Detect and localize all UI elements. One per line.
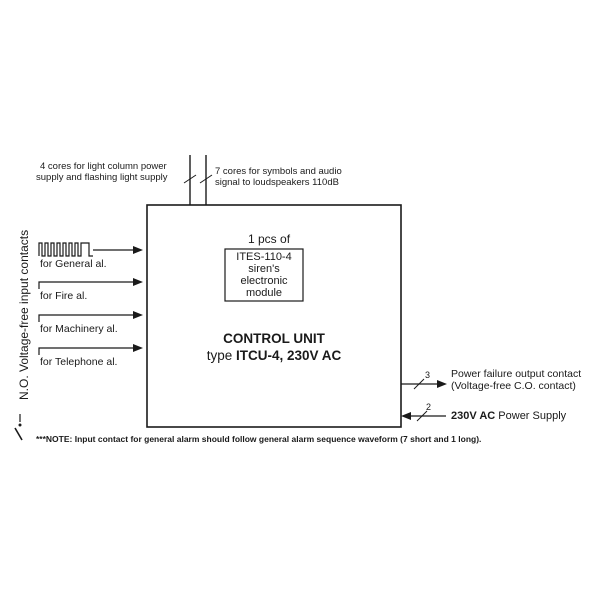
label-symbols-audio-line1: 7 cores for symbols and audio (215, 166, 342, 177)
switch-contact-blade (14, 427, 23, 441)
module-line3: electronic (240, 275, 288, 287)
telephone-alarm-contact (38, 347, 133, 355)
power-failure-label-line1: Power failure output contact (451, 368, 582, 380)
module-box (224, 248, 304, 302)
supply-count: 2 (426, 402, 432, 412)
fire-alarm-contact (38, 281, 133, 289)
switch-contact-dot (18, 423, 22, 427)
control-unit-type-model: ITCU-4, 230V AC (236, 348, 342, 363)
power-failure-count: 3 (425, 370, 431, 380)
module-line2: siren's (248, 263, 280, 275)
input-label-general: for General al. (40, 258, 107, 270)
supply-slash (416, 410, 428, 422)
input-label-fire: for Fire al. (40, 290, 88, 302)
side-label-input-contacts: N.O. Voltage-free input contacts (17, 229, 31, 400)
general-alarm-note: ***NOTE: Input contact for general alarm… (36, 434, 482, 444)
telephone-alarm-arrow (133, 344, 143, 352)
power-failure-label-line2: (Voltage-free C.O. contact) (451, 380, 576, 392)
control-unit-type-prefix: type (206, 348, 236, 363)
power-failure-arrow (437, 380, 447, 388)
input-label-telephone: for Telephone al. (40, 356, 118, 368)
cable-slash-4 (183, 174, 197, 184)
machinery-alarm-contact (38, 314, 133, 322)
control-unit-box (146, 204, 402, 428)
supply-label: 230V AC Power Supply (451, 410, 566, 422)
label-light-column-line1: 4 cores for light column power (40, 161, 167, 172)
general-alarm-waveform (38, 242, 93, 257)
control-unit-type: type ITCU-4, 230V AC (147, 348, 401, 363)
cable-slash-7 (199, 174, 213, 184)
fire-alarm-arrow (133, 278, 143, 286)
supply-label-voltage: 230V AC (451, 410, 496, 422)
machinery-alarm-arrow (133, 311, 143, 319)
module-line1: ITES-110-4 (236, 251, 292, 263)
power-failure-slash (413, 378, 425, 390)
supply-label-text: Power Supply (495, 410, 567, 422)
module-line4: module (245, 287, 283, 299)
label-light-column-line2: supply and flashing light supply (36, 172, 168, 183)
label-symbols-audio-line2: signal to loudspeakers 110dB (215, 177, 339, 188)
supply-arrow (401, 412, 411, 420)
module-count-label: 1 pcs of (248, 232, 291, 246)
control-unit-title: CONTROL UNIT (223, 331, 325, 346)
input-label-machinery: for Machinery al. (40, 323, 118, 335)
general-alarm-arrow (133, 246, 143, 254)
